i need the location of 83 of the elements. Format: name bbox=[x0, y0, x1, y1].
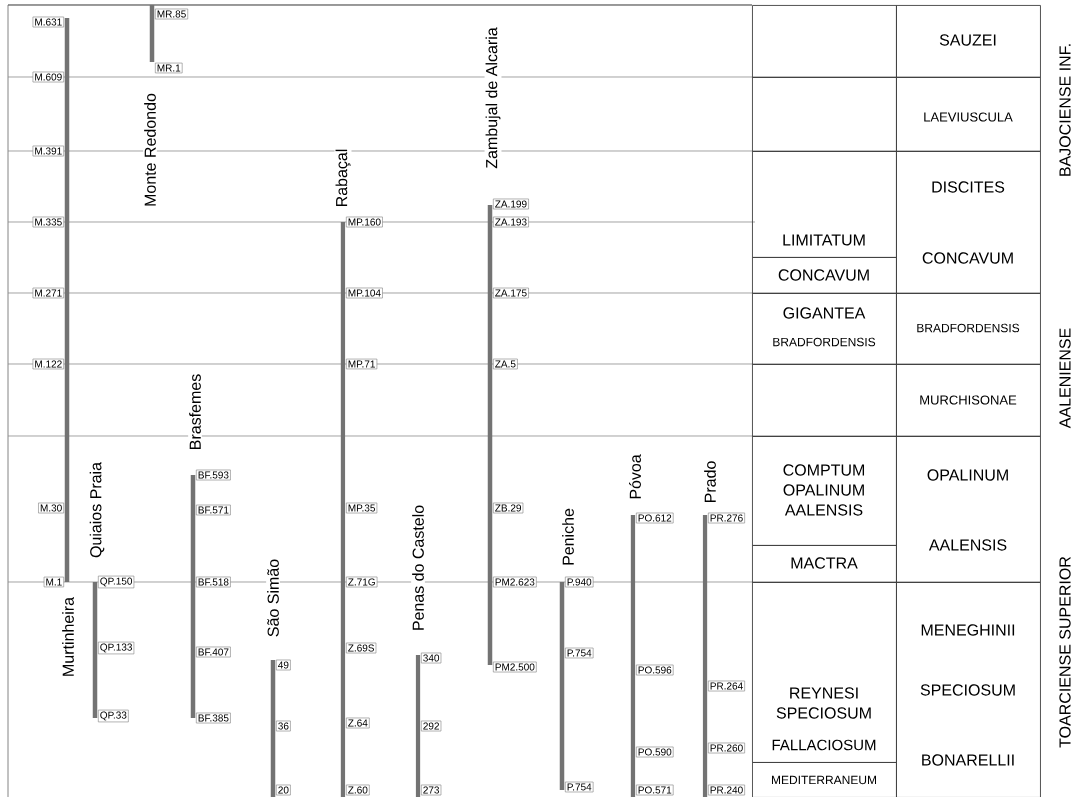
stage-label: TOARCIENSE SUPERIOR bbox=[1059, 556, 1071, 748]
sample-tag: M.1 bbox=[43, 576, 64, 588]
zone-cell: MURCHISONAE bbox=[896, 364, 1041, 437]
node-label: Peniche bbox=[562, 508, 574, 565]
sample-tag: P.754 bbox=[565, 781, 594, 793]
sample-tag: PR.264 bbox=[708, 680, 745, 692]
sample-tag: M.335 bbox=[32, 216, 64, 228]
sample-tag: 292 bbox=[421, 720, 442, 732]
sample-tag: MP.35 bbox=[346, 502, 378, 514]
node-label: Rabaçal bbox=[335, 149, 351, 207]
sample-tag: QP.150 bbox=[98, 575, 135, 589]
sample-tag: M.631 bbox=[32, 16, 64, 28]
sample-tag: MR.85 bbox=[155, 8, 189, 20]
sample-tag: BF.385 bbox=[196, 712, 231, 724]
zone-cell: OPALINUM AALENSIS bbox=[896, 436, 1041, 583]
sample-tag: MP.71 bbox=[346, 358, 378, 370]
sample-tag: 20 bbox=[276, 784, 291, 796]
section-column: Murtinheira bbox=[61, 18, 75, 678]
sample-tag: PM2.623 bbox=[493, 576, 537, 588]
zone-cell: BRADFORDENSIS bbox=[896, 293, 1041, 365]
sample-tag: ZA.193 bbox=[493, 216, 529, 228]
sample-tag: MP.160 bbox=[346, 216, 383, 228]
sample-tag: BF.593 bbox=[196, 469, 231, 481]
sample-tag: Z.64 bbox=[346, 717, 370, 729]
sample-tag: BF.518 bbox=[196, 576, 231, 588]
sample-tag: ZA.5 bbox=[493, 358, 518, 370]
zone-cell: LIMITATUM bbox=[752, 151, 897, 258]
sample-tag: MR.1 bbox=[155, 62, 183, 74]
sample-tag: PM2.500 bbox=[493, 661, 537, 673]
sample-tag: 340 bbox=[421, 652, 442, 664]
zone-cell: COMPTUM OPALINUM AALENSIS bbox=[752, 436, 897, 546]
section-column: Monte Redondo bbox=[143, 5, 157, 208]
sample-tag: M.391 bbox=[32, 145, 64, 157]
node-label: Penas do Castelo bbox=[412, 505, 424, 630]
sample-tag: M.30 bbox=[38, 502, 64, 514]
sample-tag: PO.612 bbox=[636, 512, 674, 524]
sample-tag: M.122 bbox=[32, 358, 64, 370]
zone-cell: SAUZEI bbox=[896, 5, 1041, 78]
sample-tag: 273 bbox=[421, 784, 442, 796]
node-label: Zambujal de Alcaria bbox=[485, 27, 501, 169]
stage-label: AALENIENSE bbox=[1059, 328, 1071, 429]
sample-tag: M.609 bbox=[32, 71, 64, 83]
zone-cell: MACTRA bbox=[752, 545, 897, 583]
zone-cell: REYNESI SPECIOSUM FALLACIOSUM bbox=[752, 582, 897, 763]
sample-tag: P.940 bbox=[565, 576, 594, 588]
zone-cell: MENEGHINII SPECIOSUM BONARELLII bbox=[896, 582, 1041, 797]
sample-tag: PR.276 bbox=[708, 512, 745, 524]
sample-tag: BF.407 bbox=[196, 646, 231, 658]
node-label: Póvoa bbox=[629, 454, 641, 499]
sample-tag: QP.133 bbox=[98, 641, 135, 655]
zone-cell: CONCAVUM bbox=[752, 257, 897, 294]
sample-tag: PO.571 bbox=[636, 784, 674, 796]
node-label: Monte Redondo bbox=[144, 93, 156, 206]
sample-tag: PR.240 bbox=[708, 784, 745, 796]
sample-tag: PO.596 bbox=[636, 664, 674, 676]
zone-cell: LAEVIUSCULA bbox=[896, 77, 1041, 152]
sample-tag: ZA.175 bbox=[493, 287, 529, 299]
stage-label: BAJOCIENSE INF. bbox=[1059, 44, 1071, 176]
sample-tag: 49 bbox=[276, 659, 291, 671]
sample-tag: ZB.29 bbox=[493, 502, 524, 514]
node-label: Brasfemes bbox=[189, 374, 201, 449]
empty-zone-cell bbox=[752, 364, 897, 437]
sample-tag: Z.60 bbox=[346, 784, 370, 796]
sample-tag: Z.69S bbox=[346, 642, 377, 654]
sample-tag: Z.71G bbox=[346, 576, 378, 588]
sample-tag: PO.590 bbox=[636, 746, 674, 758]
node-label: São Simão bbox=[267, 559, 279, 637]
sample-tag: ZA.199 bbox=[493, 198, 529, 210]
node-label: Murtinheira bbox=[62, 597, 74, 676]
sample-tag: MP.104 bbox=[346, 287, 383, 299]
zone-cell: MEDITERRANEUM bbox=[752, 762, 897, 797]
empty-zone-cell bbox=[752, 5, 897, 78]
sample-tag: P.754 bbox=[565, 647, 594, 659]
sample-tag: BF.571 bbox=[196, 504, 231, 516]
sample-tag: 36 bbox=[276, 720, 291, 732]
node-label: Quiaios Praia bbox=[89, 462, 105, 558]
sample-tag: M.271 bbox=[32, 287, 64, 299]
zone-cell: GIGANTEA BRADFORDENSIS bbox=[752, 293, 897, 365]
sample-tag: QP.33 bbox=[98, 709, 129, 723]
node-label: Prado bbox=[704, 461, 716, 503]
zone-cell: DISCITES CONCAVUM bbox=[896, 151, 1041, 294]
sample-tag: PR.260 bbox=[708, 742, 745, 754]
empty-zone-cell bbox=[752, 77, 897, 152]
